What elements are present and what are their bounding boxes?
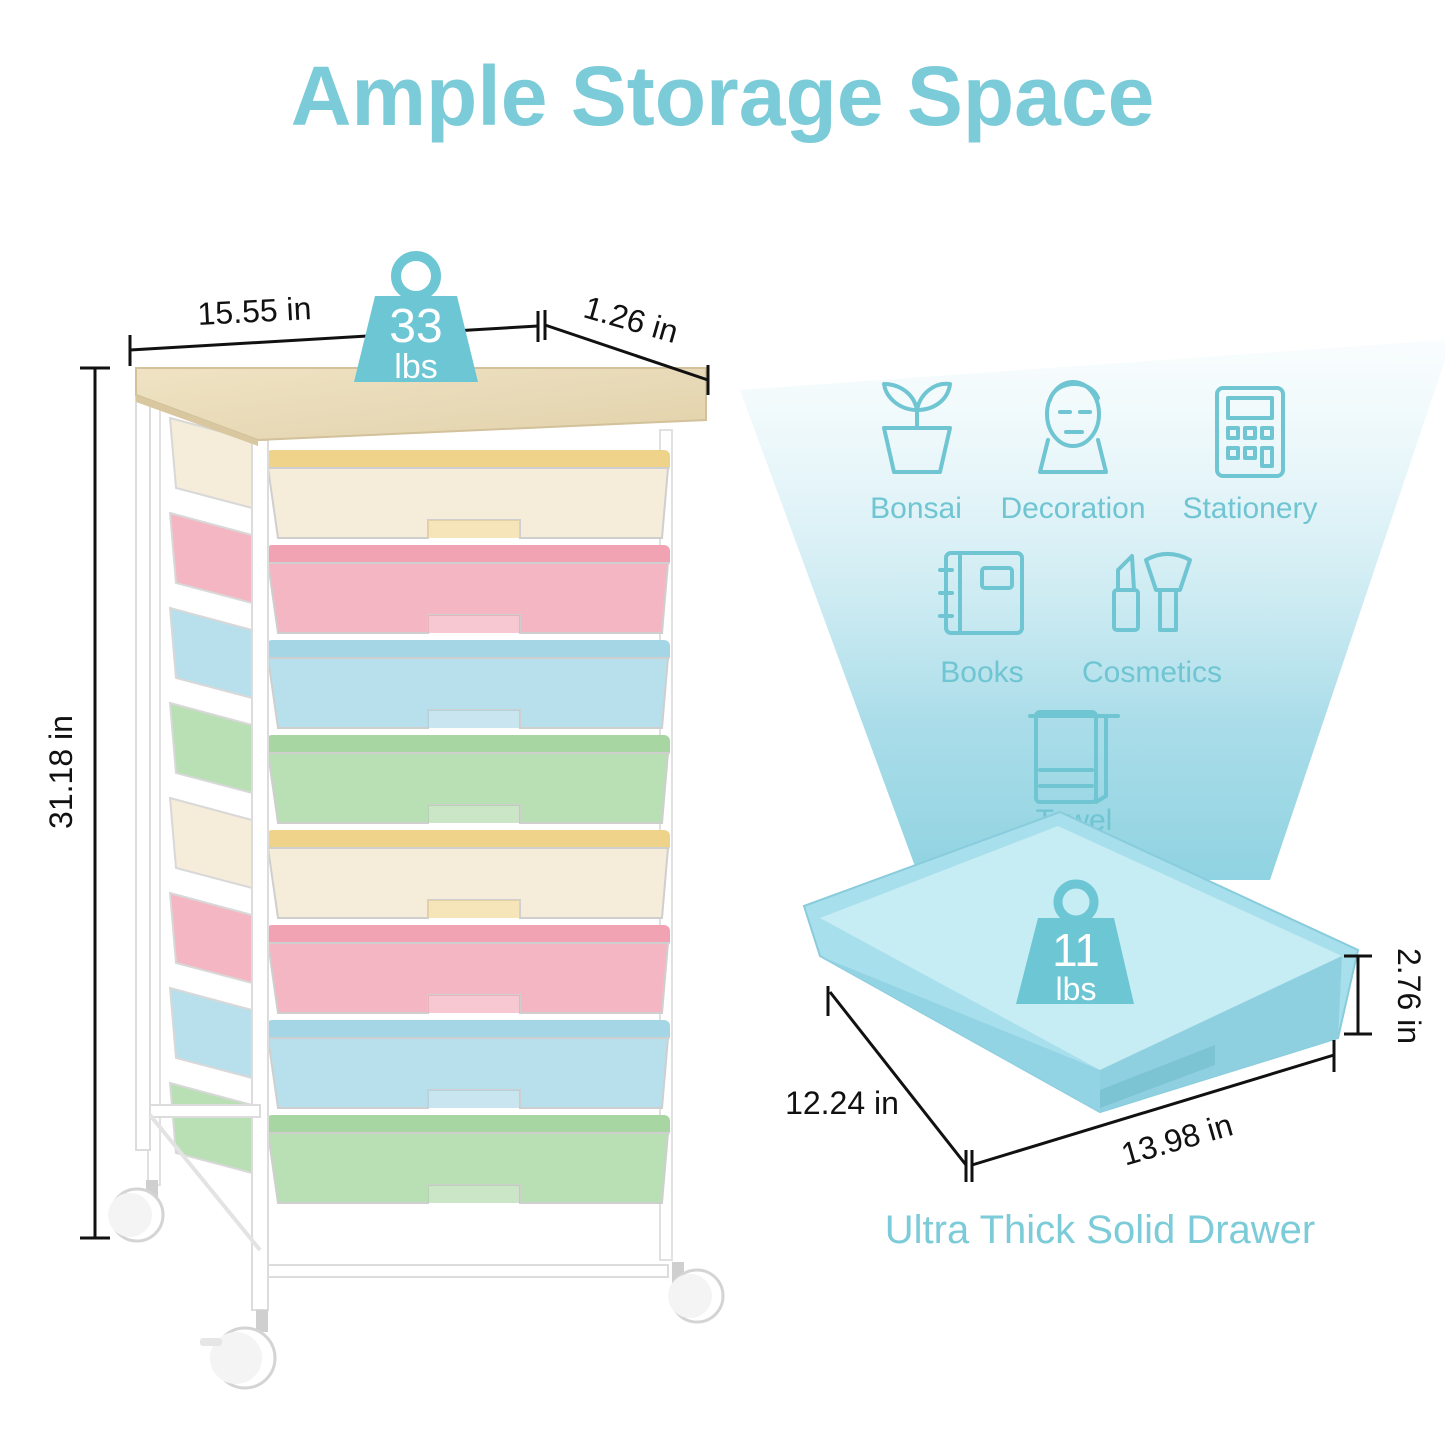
drawer-4[interactable] [266, 735, 670, 824]
drawer-back-5 [168, 796, 253, 890]
usage-label-decoration: Decoration [1000, 492, 1145, 525]
drawer-height-dimension: 2.76 in [1344, 948, 1427, 1044]
cart-weight-badge: 33 lbs [354, 251, 478, 386]
drawer-1[interactable] [266, 450, 670, 539]
drawer-back-7 [168, 986, 253, 1080]
light-beam [740, 340, 1445, 880]
bust-icon [1038, 380, 1108, 474]
drawer-caption: Ultra Thick Solid Drawer [884, 1208, 1316, 1252]
drawer-height-label: 2.76 in [1391, 948, 1427, 1044]
bonsai-icon [882, 381, 952, 474]
storage-cart [108, 367, 725, 1390]
cart-height-label: 31.18 in [43, 715, 79, 829]
usage-label-cosmetics: Cosmetics [1082, 656, 1222, 689]
drawer-7[interactable] [266, 1020, 670, 1109]
notebook-icon [938, 551, 1024, 635]
drawer-8[interactable] [266, 1115, 670, 1204]
calculator-icon [1215, 386, 1285, 478]
drawer-weight-badge: 11 lbs [1016, 879, 1134, 1007]
cart-width-label: 15.55 in [197, 290, 313, 332]
drawer-5[interactable] [266, 830, 670, 919]
caster-wheel [668, 1262, 725, 1324]
usage-label-bonsai: Bonsai [870, 492, 962, 525]
drawer-2[interactable] [266, 545, 670, 634]
caster-wheel [108, 1180, 165, 1243]
drawer-weight-value: 11 [1052, 924, 1100, 976]
drawer-3[interactable] [266, 640, 670, 729]
cart-height-dimension: 31.18 in [43, 366, 110, 1240]
cart-weight-unit: lbs [394, 348, 437, 386]
drawer-back-6 [168, 891, 253, 985]
usage-label-stationery: Stationery [1182, 492, 1317, 525]
drawer-back-8 [168, 1081, 253, 1175]
cart-width-dimension: 15.55 in [128, 290, 540, 366]
cart-weight-value: 33 [389, 300, 442, 353]
drawer-back-4 [168, 701, 253, 795]
drawer-depth-dimension: 12.24 in [785, 986, 968, 1182]
drawer-back-3 [168, 606, 253, 700]
drawer-depth-label: 12.24 in [785, 1085, 899, 1121]
caster-wheel [200, 1310, 277, 1390]
cosmetics-icon [1112, 552, 1192, 632]
drawer-6[interactable] [266, 925, 670, 1014]
drawer-weight-unit: lbs [1056, 971, 1097, 1007]
drawer-back-2 [168, 511, 253, 605]
usage-label-books: Books [940, 656, 1023, 689]
towel-icon [1028, 710, 1120, 804]
page-title: Ample Storage Space [290, 49, 1155, 143]
